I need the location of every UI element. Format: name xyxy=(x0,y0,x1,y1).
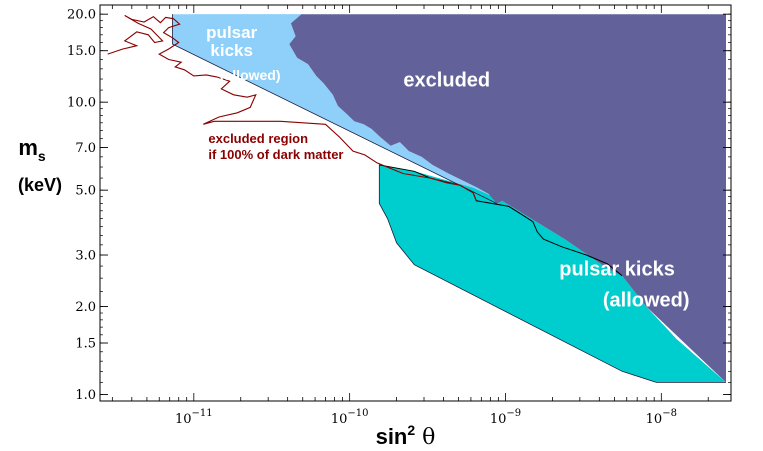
pulsar-kicks-upper-body xyxy=(172,14,497,204)
lower-pulsar-edge xyxy=(378,164,726,383)
x-axis-title-main: sin xyxy=(376,424,408,449)
y-tick-label: 20.0 xyxy=(67,8,96,23)
y-axis-title-line2: (keV) xyxy=(18,175,62,195)
y-axis-title-sub: s xyxy=(38,148,46,164)
dark-matter-label-2: if 100% of dark matter xyxy=(208,147,343,162)
y-tick-label: 1.5 xyxy=(75,337,96,352)
x-axis-title: sin2 θ xyxy=(376,422,436,450)
y-axis-title-main: m xyxy=(18,135,38,160)
upper-pulsar-lower-edge xyxy=(172,14,497,204)
excluded-label: excluded xyxy=(403,70,490,92)
y-tick-label: 2.0 xyxy=(75,300,96,315)
plot-regions xyxy=(172,14,726,383)
y-tick-label: 7.0 xyxy=(75,141,96,156)
dark-matter-exclusion-line xyxy=(107,15,477,202)
x-tick-label: 10−9 xyxy=(490,408,521,427)
pulsar-kicks-lower xyxy=(379,164,726,383)
pulsar-lower-label-1: pulsar kicks xyxy=(559,259,675,281)
x-axis-title-sup: 2 xyxy=(407,422,415,438)
pulsar-upper-label-3: (allowed) xyxy=(220,67,281,83)
excluded-region xyxy=(289,14,726,383)
y-tick-label: 1.0 xyxy=(75,388,96,403)
plot-frame xyxy=(99,4,732,402)
y-axis-title-line1: ms xyxy=(18,135,46,164)
x-axis-title-tail: θ xyxy=(415,425,435,450)
dark-matter-label-1: excluded region xyxy=(208,131,308,146)
y-tick-label: 5.0 xyxy=(75,184,96,199)
y-tick-label: 15.0 xyxy=(67,44,96,59)
pulsar-lower-label-2: (allowed) xyxy=(603,289,690,311)
x-tick-label: 10−8 xyxy=(646,408,677,427)
y-tick-label: 3.0 xyxy=(75,249,96,264)
axis-ticks xyxy=(100,5,731,401)
x-tick-label: 10−11 xyxy=(175,408,213,427)
pulsar-upper-label-1: pulsar xyxy=(206,23,257,42)
plot-lines xyxy=(107,14,726,383)
axis-tick-labels: 1.0 1.5 2.0 3.0 5.0 7.0 10.0 15.0 20.0 10−11 10−10… xyxy=(67,8,677,427)
x-tick-label: 10−10 xyxy=(331,408,369,427)
y-tick-label: 10.0 xyxy=(67,96,96,111)
pulsar-upper-label-2: kicks xyxy=(210,41,253,60)
